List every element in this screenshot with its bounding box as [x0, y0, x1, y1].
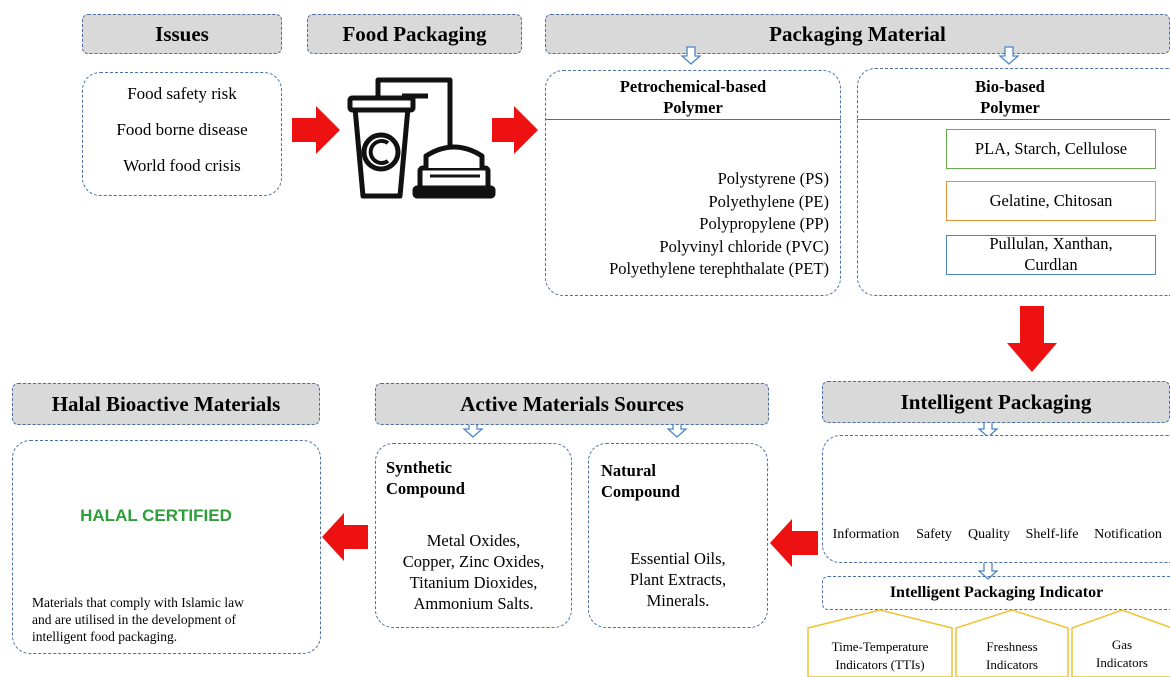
natural-item: Essential Oils, — [630, 549, 726, 568]
petro-item: Polypropylene (PP) — [699, 214, 829, 233]
red-arrow-right — [292, 106, 340, 154]
red-arrow-left — [322, 513, 368, 561]
header-active-sources: Active Materials Sources — [375, 383, 769, 425]
petro-title-line — [545, 119, 841, 120]
petrochemical-polymer-box — [545, 70, 841, 296]
bio-item-gelatine: Gelatine, Chitosan — [946, 181, 1156, 221]
petro-item: Polyethylene terephthalate (PET) — [609, 259, 829, 278]
halal-badge-text: HALAL CERTIFIED — [80, 506, 232, 525]
bio-item-pullulan: Pullulan, Xanthan,Curdlan — [946, 234, 1156, 275]
synthetic-item: Ammonium Salts. — [413, 594, 534, 613]
issue-item: World food crisis — [123, 156, 241, 175]
synthetic-list: Metal Oxides, Copper, Zinc Oxides, Titan… — [375, 530, 572, 614]
icon-label: Shelf-life — [1025, 527, 1079, 542]
natural-item: Minerals. — [646, 591, 710, 610]
issue-item: Food safety risk — [127, 84, 237, 103]
hollow-arrow-down-icon — [462, 46, 1020, 580]
intelligent-packaging-box — [822, 435, 1170, 563]
header-halal-bioactive: Halal Bioactive Materials — [12, 383, 320, 425]
halal-description: Materials that comply with Islamic law a… — [32, 595, 244, 644]
icon-label: Information — [832, 527, 900, 542]
natural-compound-box — [588, 443, 768, 628]
petro-item: Polyvinyl chloride (PVC) — [659, 236, 829, 256]
header-food-packaging: Food Packaging — [307, 14, 522, 54]
food-packaging-icon — [347, 77, 496, 199]
icon-label: Notification — [1094, 527, 1162, 542]
bio-title-line — [857, 119, 1170, 120]
petro-item: Polyethylene (PE) — [708, 191, 829, 211]
synthetic-item: Metal Oxides, — [426, 531, 521, 550]
header-issues: Issues — [82, 14, 282, 54]
petro-list: Polystyrene (PS) Polyethylene (PE) Polyp… — [545, 168, 829, 281]
bio-item-pla: PLA, Starch, Cellulose — [946, 129, 1156, 169]
icon-label: Quality — [968, 527, 1010, 542]
synthetic-item: Copper, Zinc Oxides, — [402, 552, 545, 571]
indicator-header: Intelligent Packaging Indicator — [822, 576, 1170, 610]
red-arrow-right — [492, 106, 538, 154]
halal-box — [12, 440, 321, 654]
issues-box — [82, 72, 282, 196]
synthetic-compound-box — [375, 443, 572, 628]
icon-label: Safety — [916, 527, 952, 542]
red-arrow-down — [1007, 306, 1057, 372]
header-intelligent-packaging: Intelligent Packaging — [822, 381, 1170, 423]
header-packaging-material: Packaging Material — [545, 14, 1170, 54]
synthetic-item: Titanium Dioxides, — [409, 573, 538, 592]
issue-item: Food borne disease — [116, 120, 248, 139]
natural-item: Plant Extracts, — [629, 570, 727, 589]
natural-list: Essential Oils, Plant Extracts, Minerals… — [588, 548, 768, 611]
petro-item: Polystyrene (PS) — [717, 169, 829, 188]
red-arrow-left — [770, 519, 818, 567]
